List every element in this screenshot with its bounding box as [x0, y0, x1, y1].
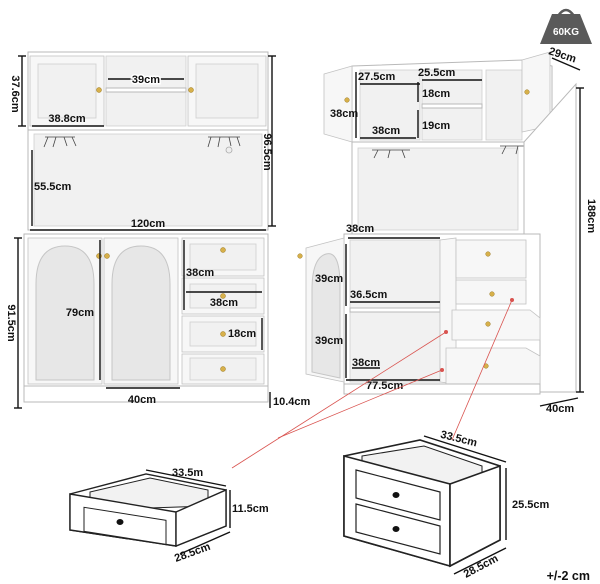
- front-glass-width-label: 40cm: [128, 394, 156, 406]
- knob-icon: [485, 321, 491, 327]
- front-upper-open-width-label: 39cm: [132, 74, 160, 86]
- side-lower-w-label: 38cm: [346, 223, 374, 235]
- side-shelf-h1-label: 18cm: [422, 88, 450, 100]
- knob-icon: [344, 97, 350, 103]
- front-base-height-label: 10.4cm: [273, 396, 311, 408]
- front-upper-open-width-dim: 39cm: [108, 73, 184, 88]
- knob-icon: [104, 253, 110, 259]
- knob-icon: [485, 251, 491, 257]
- knob-icon: [297, 253, 303, 259]
- front-upper-door-width-dim: 38.8cm: [32, 113, 104, 127]
- side-bottom-total-dim: 77.5cm: [346, 379, 440, 392]
- drawer-handle-icon: [116, 519, 124, 525]
- tolerance-label: +/-2 cm: [547, 569, 590, 583]
- front-upper-height-dim: 37.6cm: [9, 55, 26, 127]
- large-drawer-height-dim: 25.5cm: [505, 468, 550, 540]
- front-upper-door-width-label: 38.8cm: [48, 113, 86, 125]
- front-width-dim: 120cm: [30, 218, 266, 231]
- knob-icon: [220, 247, 226, 253]
- side-inner-mid-w-label: 36.5cm: [350, 289, 388, 301]
- front-drawer-width-label: 38cm: [210, 297, 238, 309]
- knob-icon: [188, 87, 194, 93]
- drawer-handle-icon: [392, 492, 400, 498]
- leader-lines: [231, 298, 514, 469]
- side-depth-bottom-dim: 40cm: [539, 397, 579, 415]
- front-total-height-dim: 96.5cm: [261, 55, 276, 227]
- side-inner-mid-w-dim: 36.5cm: [350, 289, 440, 303]
- knob-icon: [220, 331, 226, 337]
- front-counter-height-label: 55.5cm: [34, 181, 72, 193]
- front-width-label: 120cm: [131, 218, 165, 230]
- knob-icon: [489, 291, 495, 297]
- knob-icon: [96, 253, 102, 259]
- large-drawer-height-label: 25.5cm: [512, 499, 550, 511]
- side-lower-w-dim: 38cm: [346, 223, 440, 239]
- front-upper-hutch: [27, 51, 269, 131]
- side-shelf-h2-label: 19cm: [422, 120, 450, 132]
- side-shelf-right-label: 25.5cm: [418, 67, 456, 79]
- side-shelf-h1-dim: 18cm: [417, 82, 450, 102]
- front-lower-cabinet: [23, 233, 269, 403]
- side-shelf-h4-dim: 39cm: [315, 314, 347, 378]
- drawer-handle-icon: [392, 526, 400, 532]
- front-drawer-height-dim: 38cm: [183, 240, 214, 310]
- front-base-height-dim: 10.4cm: [269, 392, 311, 408]
- side-depth-bottom-label: 40cm: [546, 403, 574, 415]
- front-lower-height-label: 91.5cm: [5, 304, 17, 342]
- weight-icon: 60KG: [540, 8, 592, 44]
- side-shelf-left-label: 27.5cm: [358, 71, 396, 83]
- side-shelf-h4-label: 39cm: [315, 335, 343, 347]
- front-total-height-label: 96.5cm: [261, 133, 273, 171]
- side-bottom-total-label: 77.5cm: [366, 380, 404, 392]
- side-shelf-left-dim: 27.5cm: [358, 71, 420, 85]
- front-counter-space: [27, 129, 269, 231]
- small-drawer-detail: [69, 473, 227, 548]
- side-shelf-h3-label: 39cm: [315, 273, 343, 285]
- knob-icon: [524, 89, 530, 95]
- side-upper-h-dim: 38cm: [330, 72, 358, 138]
- side-inner-w-label: 38cm: [372, 125, 400, 137]
- side-bottom-w-label: 38cm: [352, 357, 380, 369]
- front-drawer-width-dim: 38cm: [186, 291, 262, 309]
- weight-label: 60KG: [553, 27, 579, 38]
- front-counter-height-dim: 55.5cm: [31, 150, 72, 226]
- front-small-drawer-height-label: 18cm: [228, 328, 256, 340]
- side-shelf-h2-dim: 19cm: [417, 110, 450, 138]
- front-drawer-height-label: 38cm: [186, 267, 214, 279]
- side-upper-h-label: 38cm: [330, 108, 358, 120]
- small-drawer-width-dim: 33.5m: [145, 467, 227, 487]
- side-shelf-right-dim: 25.5cm: [418, 67, 482, 81]
- large-drawer-detail: [343, 439, 501, 568]
- small-drawer-height-label: 11.5cm: [232, 503, 269, 515]
- side-total-height-dim: 188cm: [576, 87, 597, 393]
- small-drawer-height-dim: 11.5cm: [229, 490, 269, 528]
- knob-icon: [96, 87, 102, 93]
- front-glass-height-label: 79cm: [66, 307, 94, 319]
- side-bottom-w-dim: 38cm: [352, 357, 380, 369]
- side-shelf-h3-dim: 39cm: [315, 244, 347, 306]
- knob-icon: [220, 293, 226, 299]
- front-upper-height-label: 37.6cm: [9, 75, 21, 113]
- small-drawer-width-label: 33.5m: [172, 467, 203, 479]
- side-cabinet: [297, 51, 577, 395]
- front-glass-width-dim: 40cm: [106, 387, 180, 406]
- knob-icon: [220, 366, 226, 372]
- side-inner-w-dim: 38cm: [360, 125, 416, 139]
- front-lower-height-dim: 91.5cm: [5, 237, 22, 409]
- front-small-drawer-height-dim: 18cm: [228, 318, 263, 350]
- side-total-height-label: 188cm: [585, 199, 597, 233]
- front-glass-height-dim: 79cm: [66, 240, 101, 380]
